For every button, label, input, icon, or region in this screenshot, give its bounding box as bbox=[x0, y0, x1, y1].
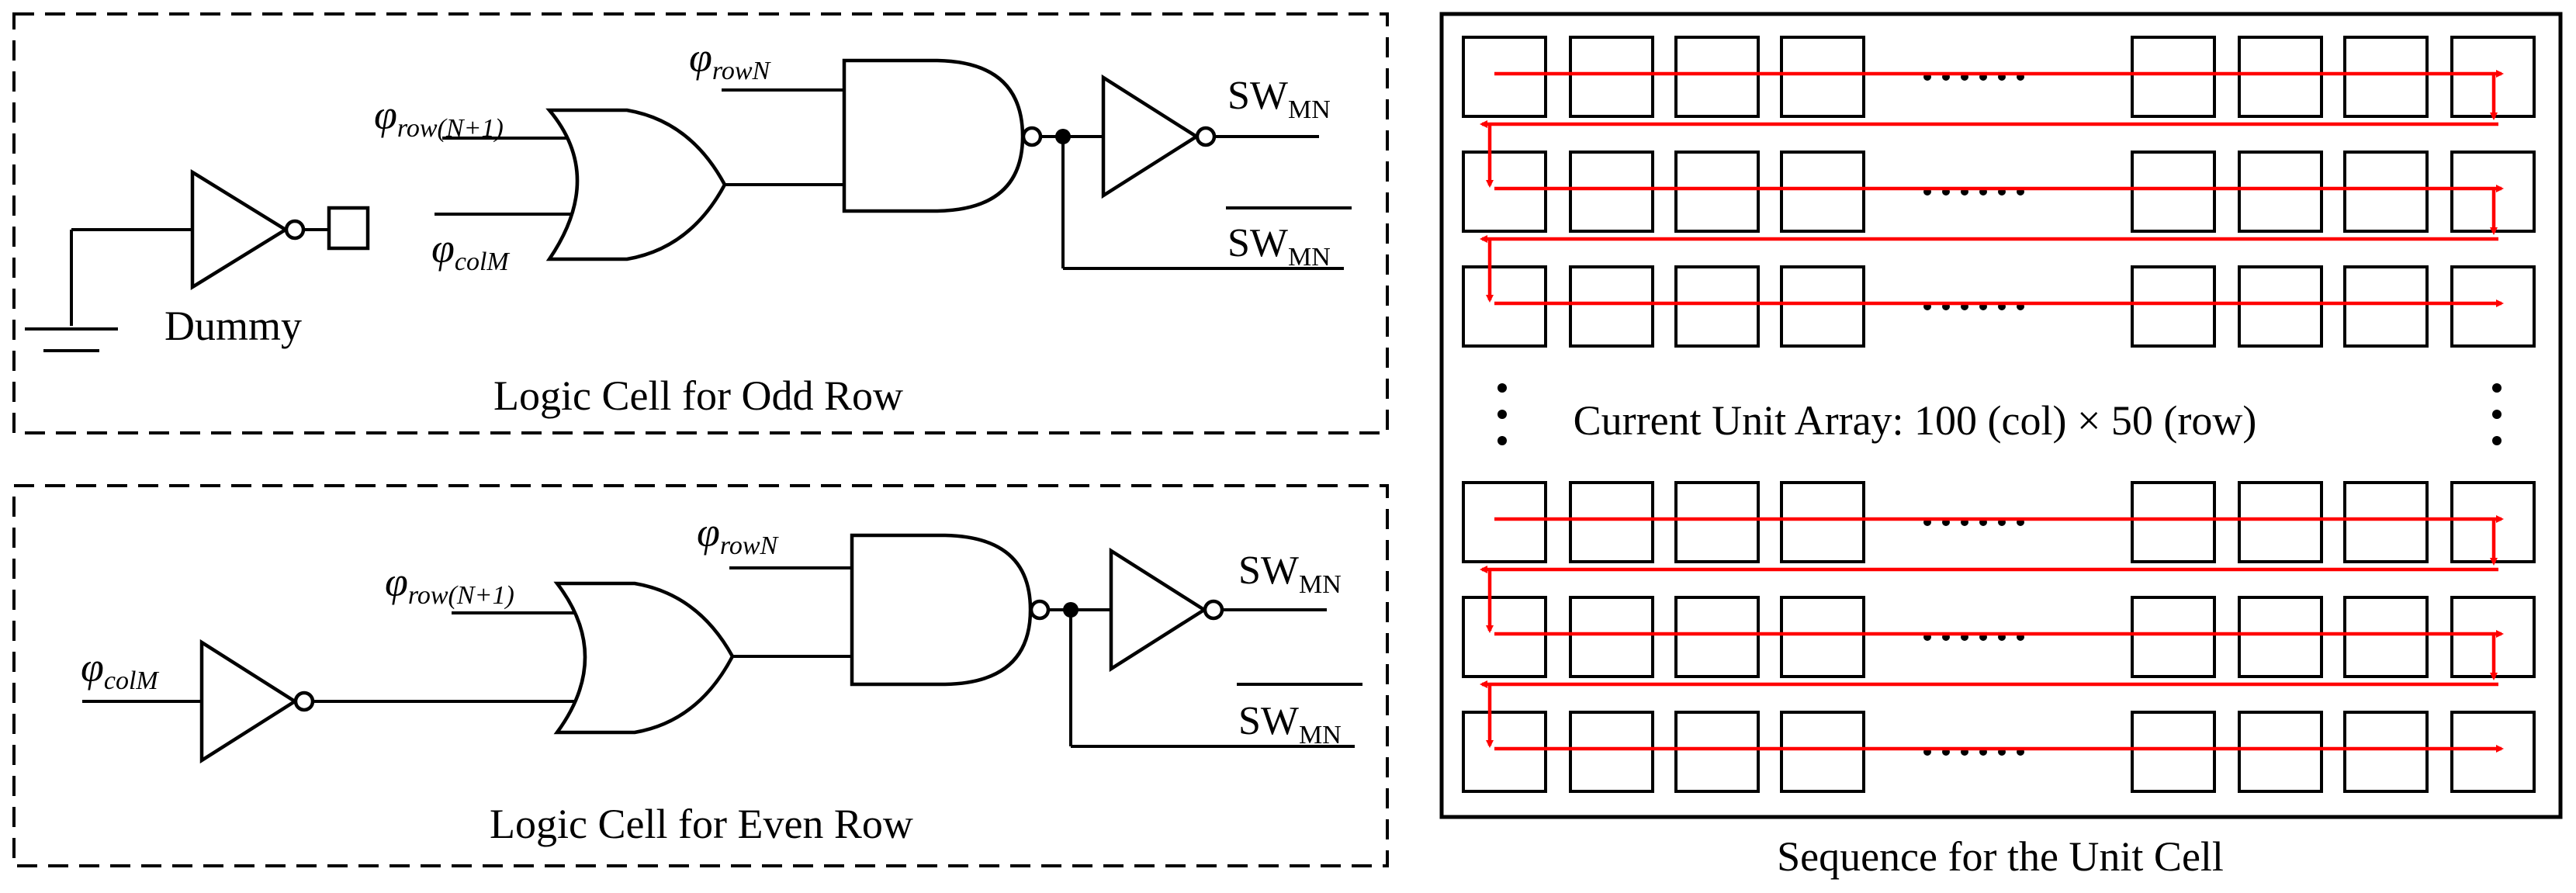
unit-cell bbox=[1674, 36, 1760, 118]
unit-cell bbox=[1569, 711, 1654, 793]
unit-cell bbox=[1780, 481, 1865, 563]
unit-cell bbox=[1462, 151, 1547, 233]
unit-cell bbox=[1780, 711, 1865, 793]
even-in-col: φcolM bbox=[81, 644, 159, 695]
unit-cell bbox=[1780, 265, 1865, 348]
unit-cell bbox=[1462, 596, 1547, 678]
unit-cell bbox=[1462, 481, 1547, 563]
unit-cell bbox=[1780, 151, 1865, 233]
vertical-ellipsis-dot bbox=[2492, 383, 2502, 393]
vertical-ellipsis-dot bbox=[1497, 410, 1507, 419]
even-input-inverter bbox=[82, 639, 582, 764]
odd-out-sw: SWMN bbox=[1227, 74, 1331, 124]
unit-cell bbox=[2238, 481, 2323, 563]
even-panel-caption: Logic Cell for Even Row bbox=[490, 801, 913, 847]
unit-cell bbox=[2131, 36, 2216, 118]
odd-in-row-next: φrow(N+1) bbox=[374, 92, 504, 143]
unit-cell bbox=[1780, 36, 1865, 118]
unit-cell-grid bbox=[1462, 36, 2536, 793]
unit-cell bbox=[1569, 36, 1654, 118]
vertical-ellipsis-dot bbox=[1497, 436, 1507, 445]
odd-panel-caption: Logic Cell for Odd Row bbox=[493, 372, 903, 419]
unit-cell bbox=[1780, 596, 1865, 678]
unit-cell bbox=[2238, 596, 2323, 678]
even-output-inverter bbox=[1109, 547, 1327, 673]
odd-out-swb: SWMN bbox=[1227, 221, 1331, 272]
unit-cell bbox=[1674, 596, 1760, 678]
unit-cell bbox=[2238, 36, 2323, 118]
unit-cell bbox=[2131, 481, 2216, 563]
unit-cell bbox=[1569, 265, 1654, 348]
odd-in-col: φcolM bbox=[431, 225, 510, 276]
array-panel-border bbox=[1439, 12, 2563, 819]
vertical-ellipsis-dot bbox=[2492, 410, 2502, 419]
unit-cell bbox=[2131, 596, 2216, 678]
even-in-row-next: φrow(N+1) bbox=[385, 559, 514, 610]
array-label: Current Unit Array: 100 (col) × 50 (row) bbox=[1574, 397, 2257, 444]
even-nand-gate bbox=[729, 533, 1355, 748]
dummy-label: Dummy bbox=[164, 303, 302, 349]
array-panel: Current Unit Array: 100 (col) × 50 (row)… bbox=[1439, 12, 2563, 880]
even-out-swb: SWMN bbox=[1238, 699, 1342, 749]
unit-cell bbox=[1569, 596, 1654, 678]
unit-cell bbox=[2450, 711, 2536, 793]
vertical-ellipsis-dot bbox=[1497, 383, 1507, 393]
unit-cell bbox=[1462, 265, 1547, 348]
unit-cell bbox=[2343, 265, 2429, 348]
unit-cell bbox=[1569, 481, 1654, 563]
unit-cell bbox=[2343, 481, 2429, 563]
vertical-ellipsis-dot bbox=[2492, 436, 2502, 445]
unit-cell bbox=[2343, 596, 2429, 678]
unit-cell bbox=[1674, 151, 1760, 233]
odd-in-row: φrowN bbox=[689, 34, 772, 85]
unit-cell bbox=[2131, 151, 2216, 233]
unit-cell bbox=[2131, 265, 2216, 348]
unit-cell bbox=[1674, 265, 1760, 348]
unit-cell bbox=[2238, 265, 2323, 348]
unit-cell bbox=[2131, 711, 2216, 793]
sequence-arrows bbox=[1480, 70, 2504, 753]
unit-cell bbox=[2238, 151, 2323, 233]
odd-output-inverter bbox=[1101, 74, 1319, 199]
even-in-row: φrowN bbox=[697, 509, 780, 560]
odd-panel-border bbox=[12, 12, 1389, 434]
dummy-inverter bbox=[190, 168, 370, 291]
unit-cell bbox=[1674, 481, 1760, 563]
unit-cell bbox=[1462, 36, 1547, 118]
even-or-gate bbox=[452, 581, 735, 735]
even-panel-border bbox=[12, 484, 1389, 867]
unit-cell bbox=[1674, 711, 1760, 793]
unit-cell bbox=[2343, 151, 2429, 233]
odd-row-panel: Dummy φrow(N+1) φcolM φrowN bbox=[12, 12, 1389, 434]
unit-cell bbox=[2238, 711, 2323, 793]
unit-cell bbox=[2343, 711, 2429, 793]
unit-cell bbox=[2450, 265, 2536, 348]
odd-or-gate bbox=[435, 108, 727, 261]
odd-nand-gate bbox=[722, 58, 1344, 270]
unit-cell bbox=[1462, 711, 1547, 793]
even-out-sw: SWMN bbox=[1238, 549, 1342, 599]
unit-cell bbox=[2343, 36, 2429, 118]
unit-cell bbox=[1569, 151, 1654, 233]
ground-symbol bbox=[25, 228, 192, 352]
even-row-panel: φcolM φrow(N+1) φrowN bbox=[12, 484, 1389, 867]
array-panel-caption: Sequence for the Unit Cell bbox=[1777, 833, 2224, 880]
